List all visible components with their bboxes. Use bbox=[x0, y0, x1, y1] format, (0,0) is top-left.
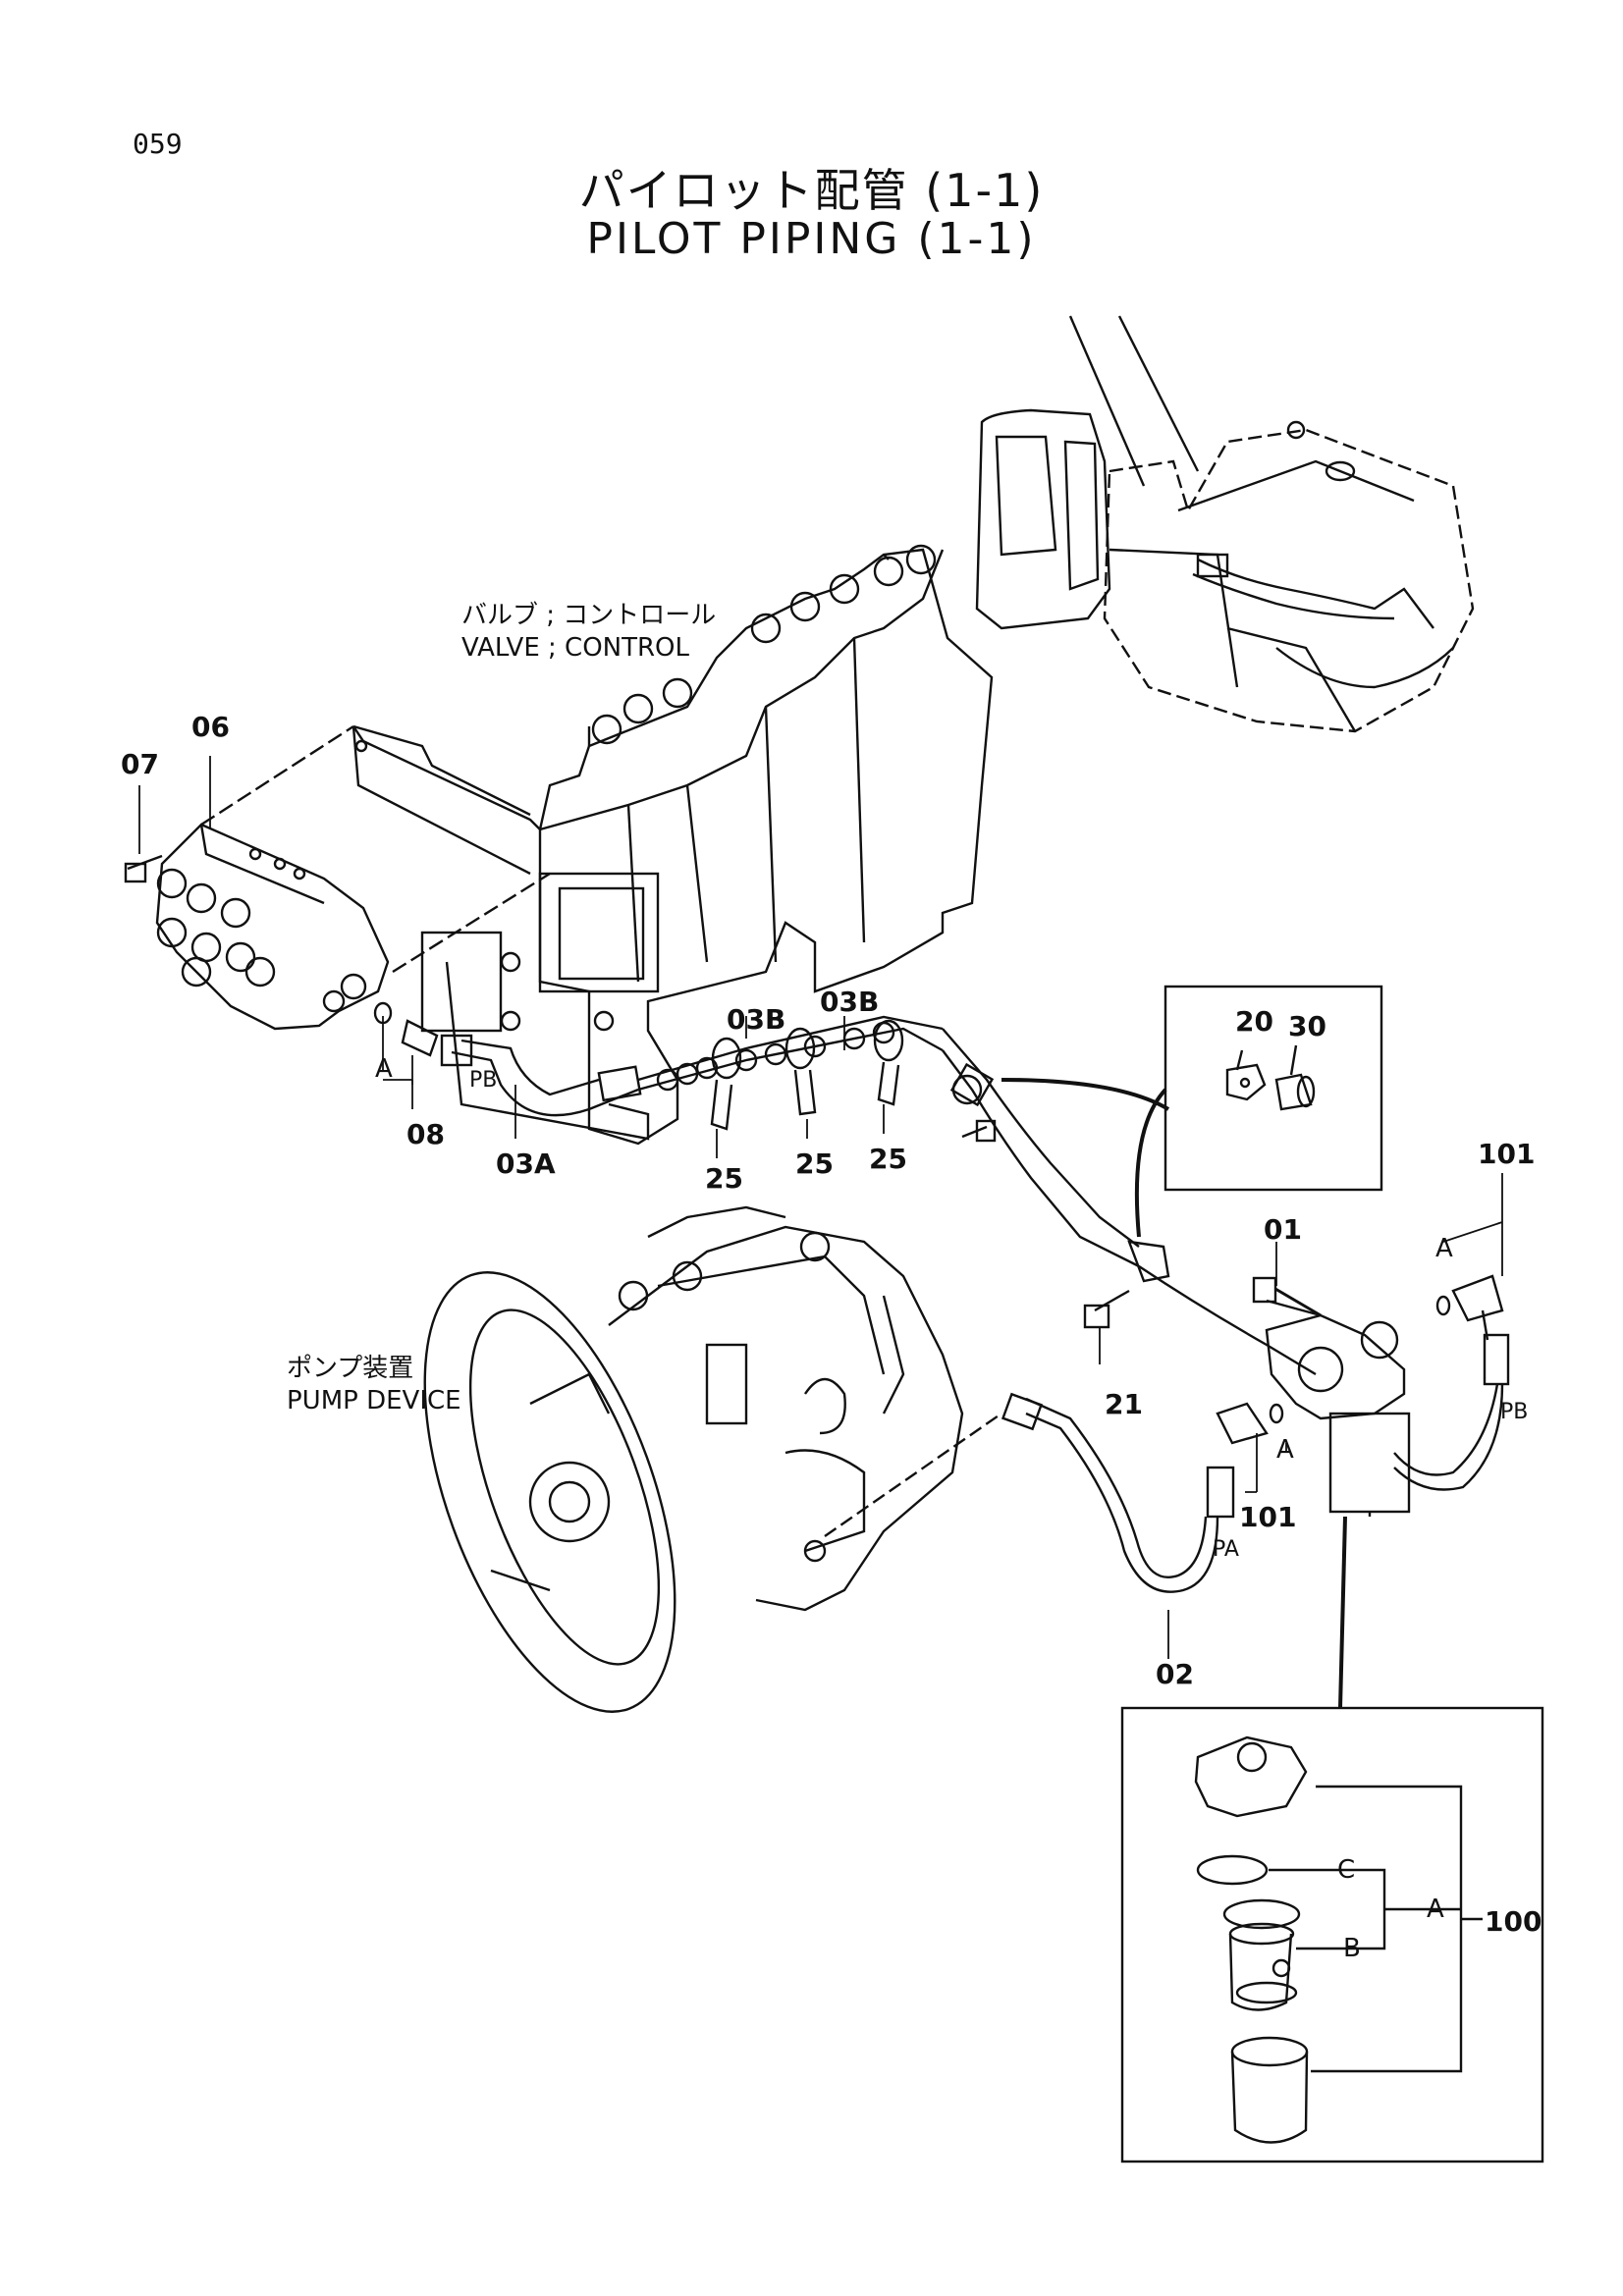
label-ref-a-2: A bbox=[1435, 1234, 1453, 1263]
label-ref-a-1: A bbox=[375, 1054, 393, 1084]
label-part-101-1: 101 bbox=[1478, 1138, 1535, 1170]
label-part-25-2: 25 bbox=[795, 1148, 834, 1180]
mounting-plate bbox=[200, 724, 650, 1141]
control-valve-illustration bbox=[352, 544, 994, 1146]
label-part-03B-1: 03B bbox=[727, 1003, 785, 1036]
port-labels: PB PB PA A A A A B C bbox=[375, 1054, 1528, 1963]
inset-box-clamp bbox=[1001, 985, 1383, 1238]
label-valve-control-en: VALVE ; CONTROL bbox=[461, 633, 690, 663]
label-part-08: 08 bbox=[406, 1118, 445, 1150]
pilot-valve-manifold bbox=[124, 823, 390, 1031]
label-part-101-2: 101 bbox=[1239, 1501, 1296, 1533]
title-japanese: パイロット配管 (1-1) bbox=[578, 164, 1045, 217]
page-number: 059 bbox=[133, 128, 183, 160]
label-part-100: 100 bbox=[1485, 1905, 1542, 1938]
excavator-illustration bbox=[975, 315, 1475, 733]
label-part-07: 07 bbox=[121, 748, 159, 780]
label-part-02: 02 bbox=[1156, 1658, 1194, 1690]
label-valve-control-jp: バルブ ; コントロール bbox=[461, 601, 716, 630]
label-part-21: 21 bbox=[1105, 1388, 1143, 1420]
fitting-08 bbox=[373, 1001, 439, 1057]
pump-device-illustration bbox=[423, 1205, 964, 1713]
label-port-pb-2: PB bbox=[1500, 1400, 1528, 1424]
label-kit-c: C bbox=[1337, 1855, 1355, 1885]
label-part-03A: 03A bbox=[496, 1148, 556, 1180]
label-kit-a: A bbox=[1427, 1895, 1444, 1924]
label-ref-a-3: A bbox=[1276, 1435, 1294, 1465]
clamp-21 bbox=[1083, 1240, 1317, 1376]
title-english: PILOT PIPING (1-1) bbox=[586, 214, 1037, 264]
hose-assembly-03 bbox=[440, 1015, 1140, 1268]
label-pump-device-en: PUMP DEVICE bbox=[287, 1386, 461, 1415]
elbow-fitting-101-left bbox=[1206, 1402, 1284, 1519]
component-names: バルブ ; コントロール VALVE ; CONTROL ポンプ装置 PUMP … bbox=[287, 601, 716, 1415]
filter-assembly bbox=[1252, 1276, 1411, 1517]
label-part-25-3: 25 bbox=[869, 1143, 907, 1175]
label-pump-device-jp: ポンプ装置 bbox=[287, 1354, 413, 1383]
label-part-06: 06 bbox=[191, 711, 230, 743]
label-part-30: 30 bbox=[1288, 1010, 1326, 1042]
label-kit-b: B bbox=[1343, 1934, 1361, 1963]
inset-box-filter-kit bbox=[1120, 1516, 1544, 2163]
label-port-pb-1: PB bbox=[469, 1068, 497, 1093]
leader-lines bbox=[138, 756, 1503, 1659]
part-number-labels: 07 06 08 03A 03B 03B 25 25 25 20 30 01 2… bbox=[121, 711, 1542, 1938]
label-part-01: 01 bbox=[1264, 1213, 1302, 1246]
label-part-03B-2: 03B bbox=[820, 986, 879, 1018]
elbow-fitting-101-right bbox=[1393, 1274, 1510, 1491]
label-part-25-1: 25 bbox=[705, 1162, 743, 1195]
label-part-20: 20 bbox=[1235, 1005, 1273, 1038]
label-port-pa: PA bbox=[1213, 1537, 1239, 1562]
bolt bbox=[961, 1119, 997, 1143]
hose-02 bbox=[824, 1392, 1219, 1593]
